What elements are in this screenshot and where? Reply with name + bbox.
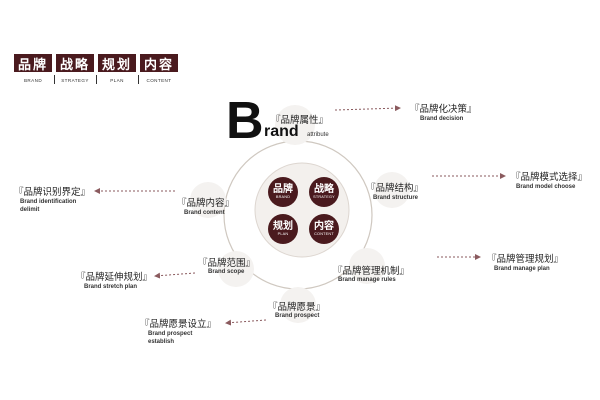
logo-word: rand — [264, 123, 299, 140]
connector-stretch — [154, 272, 196, 279]
outer-identification-en1: Brand identification — [20, 199, 77, 205]
outer-prospect-set-en1: Brand prospect — [148, 331, 193, 337]
node-content-en: Brand content — [184, 210, 225, 216]
core-disc — [254, 162, 350, 258]
core-plan: 规划 PLAN — [268, 214, 298, 244]
tab-strategy-en: STRATEGY — [61, 78, 89, 83]
outer-identification-en2: delimit — [20, 207, 40, 213]
outer-stretch-label: 『品牌延伸规划』 — [76, 272, 153, 283]
node-structure-en: Brand structure — [373, 195, 419, 201]
node-manage-en: Brand manage rules — [338, 277, 396, 283]
tab-content-en: CONTENT — [146, 78, 172, 83]
tab-brand-en: BRAND — [23, 78, 43, 83]
core-brand: 品牌 BRAND — [268, 177, 298, 207]
tab-separator — [96, 75, 97, 84]
node-bubble-scope — [218, 251, 254, 287]
node-content-label: 『品牌内容』 — [177, 198, 235, 209]
core-content-zh: 内容 — [314, 221, 334, 232]
core-plan-zh: 规划 — [273, 221, 293, 232]
outer-identification-label: 『品牌识别界定』 — [14, 187, 91, 198]
outer-decision-label: 『品牌化决策』 — [410, 104, 477, 115]
node-scope-label: 『品牌范围』 — [198, 258, 256, 269]
core-strategy: 战略 STRATEGY — [309, 177, 339, 207]
core-content-en: CONTENT — [314, 232, 334, 236]
node-scope-en: Brand scope — [208, 269, 245, 275]
node-bubble-prospect — [280, 287, 316, 323]
outer-model-en: Brand model choose — [516, 184, 576, 190]
core-brand-zh: 品牌 — [273, 184, 293, 195]
node-bubble-structure — [374, 172, 410, 208]
outer-prospect-set-label: 『品牌愿景设立』 — [140, 319, 217, 330]
node-manage-label: 『品牌管理机制』 — [333, 266, 410, 277]
tab-plan: 规划 — [98, 54, 136, 73]
node-bubble-content — [190, 182, 226, 218]
node-prospect-en: Brand prospect — [275, 313, 320, 319]
outer-decision-en: Brand decision — [420, 116, 464, 122]
tab-plan-en: PLAN — [110, 78, 124, 83]
core-strategy-zh: 战略 — [314, 184, 334, 195]
node-bubble-manage — [349, 248, 385, 284]
outer-manage-plan-label: 『品牌管理规划』 — [487, 254, 564, 265]
connector-decision — [334, 105, 401, 112]
connector-prospect — [225, 319, 267, 326]
tab-strategy: 战略 — [56, 54, 94, 73]
outer-manage-plan-en: Brand manage plan — [494, 266, 550, 272]
node-prospect-label: 『品牌愿景』 — [268, 302, 326, 313]
tab-brand: 品牌 — [14, 54, 52, 73]
node-attribute-label: 『品牌属性』 — [271, 115, 329, 126]
tab-separator — [54, 75, 55, 84]
node-bubble-attribute — [275, 105, 315, 145]
logo-letter: B — [226, 92, 264, 150]
core-content: 内容 CONTENT — [309, 214, 339, 244]
tab-separator — [138, 75, 139, 84]
node-structure-label: 『品牌结构』 — [366, 183, 424, 194]
outer-stretch-en: Brand stretch plan — [84, 284, 138, 290]
outer-model-label: 『品牌模式选择』 — [511, 172, 588, 183]
tab-content: 内容 — [140, 54, 178, 73]
outer-prospect-set-en2: establish — [148, 339, 175, 345]
logo-suffix: attribute — [307, 132, 329, 138]
core-brand-en: BRAND — [275, 195, 291, 199]
core-strategy-en: STRATEGY — [313, 195, 335, 199]
core-plan-en: PLAN — [277, 232, 289, 236]
